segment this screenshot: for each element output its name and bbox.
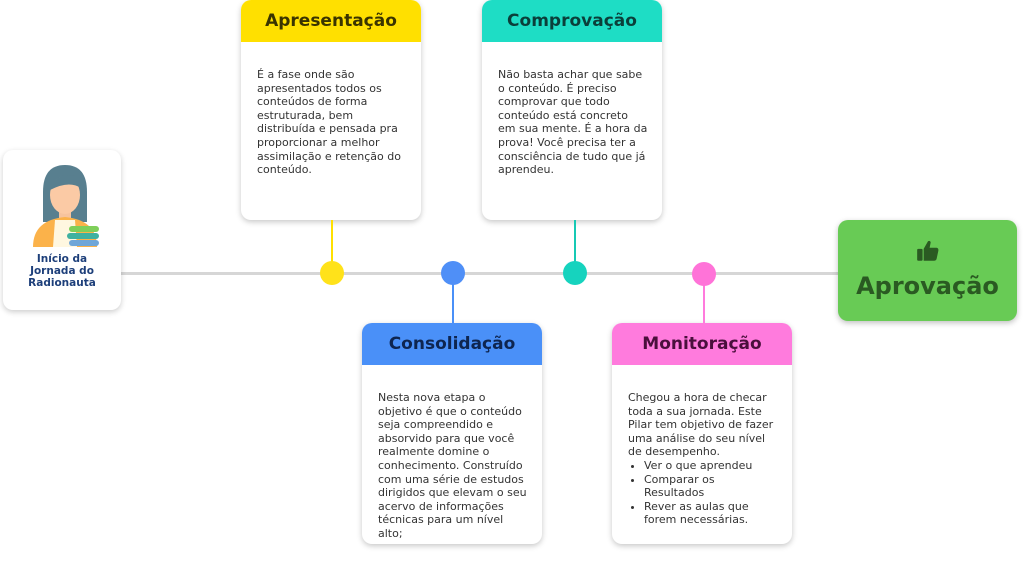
- stage-card-consolidacao: Consolidação Nesta nova etapa o objetivo…: [362, 323, 542, 544]
- stage-title: Consolidação: [362, 323, 542, 365]
- timeline-dot-apresentacao: [320, 261, 344, 285]
- bullet-item: Comparar os Resultados: [644, 473, 778, 500]
- timeline-dot-monitoracao: [692, 262, 716, 286]
- connector: [331, 220, 333, 265]
- thumbs-up-icon: [917, 240, 939, 261]
- stage-card-comprovacao: Comprovação Não basta achar que sabe o c…: [482, 0, 662, 220]
- bullet-item: Ver o que aprendeu: [644, 459, 778, 473]
- connector: [574, 220, 576, 265]
- stage-description: Não basta achar que sabe o conteúdo. É p…: [498, 68, 648, 177]
- stage-description: Chegou a hora de checar toda a sua jorna…: [628, 391, 774, 459]
- timeline-dot-comprovacao: [563, 261, 587, 285]
- connector: [703, 280, 705, 323]
- start-label-line: Radionauta: [28, 277, 96, 289]
- stage-card-monitoracao: Monitoração Chegou a hora de checar toda…: [612, 323, 792, 544]
- approval-label: Aprovação: [856, 272, 999, 300]
- stage-description: Nesta nova etapa o objetivo é que o cont…: [378, 391, 527, 540]
- start-card: Início da Jornada do Radionauta: [3, 150, 121, 310]
- connector: [452, 280, 454, 323]
- timeline-line: [115, 272, 845, 275]
- bullet-item: Rever as aulas que forem necessárias.: [644, 500, 778, 527]
- student-avatar-icon: [33, 165, 99, 247]
- stage-title: Apresentação: [241, 0, 421, 42]
- stage-title: Monitoração: [612, 323, 792, 365]
- stage-title: Comprovação: [482, 0, 662, 42]
- timeline-dot-consolidacao: [441, 261, 465, 285]
- start-label-line: Início da: [36, 253, 88, 265]
- stage-card-apresentacao: Apresentação É a fase onde são apresenta…: [241, 0, 421, 220]
- start-label-line: Jornada do: [30, 265, 94, 277]
- stage-bullet-list: Ver o que aprendeu Comparar os Resultado…: [628, 459, 778, 527]
- stage-description: É a fase onde são apresentados todos os …: [257, 68, 401, 177]
- approval-card: Aprovação: [838, 220, 1017, 321]
